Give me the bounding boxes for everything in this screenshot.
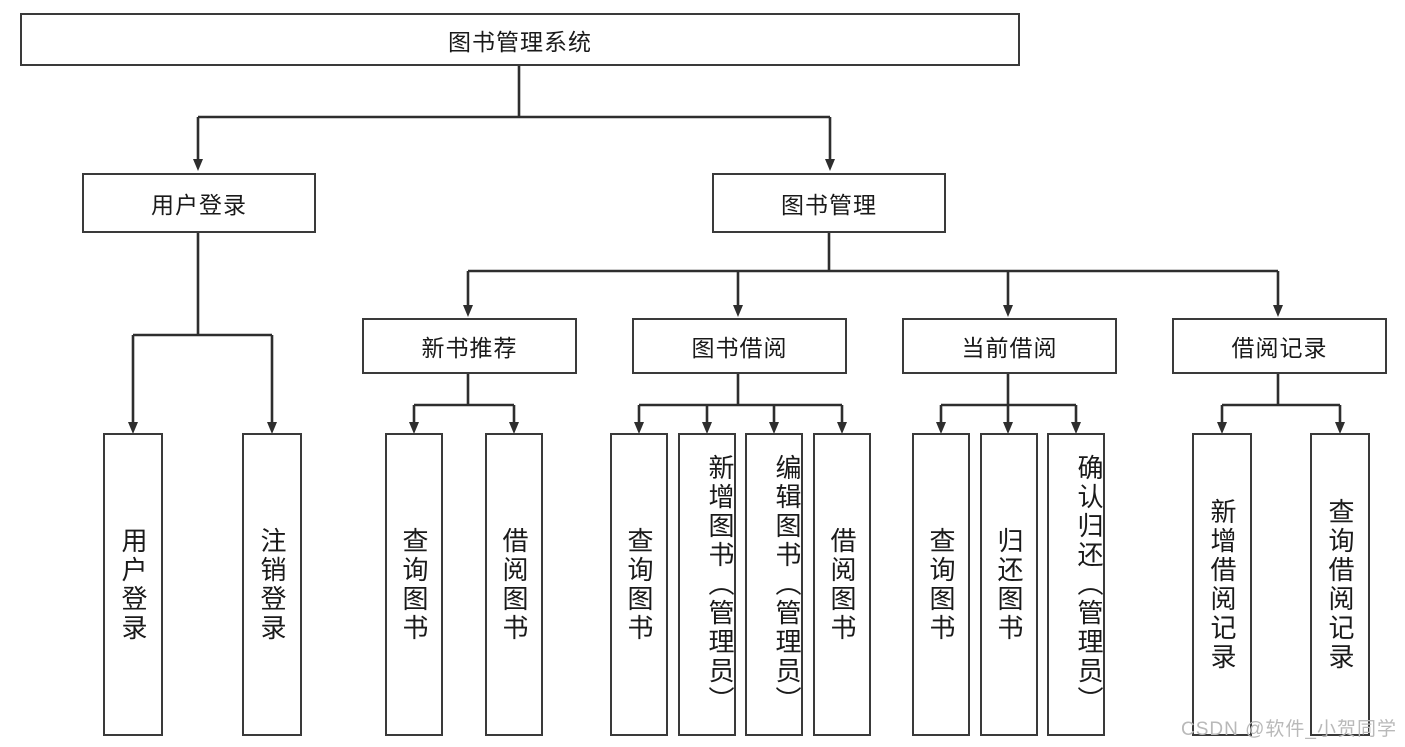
leaf-query-borrow-record[interactable]: 查询借阅记录 bbox=[1310, 433, 1370, 736]
leaf-user-login[interactable]: 用户登录 bbox=[103, 433, 163, 736]
leaf-query-book-borrow[interactable]: 查询图书 bbox=[610, 433, 668, 736]
node-book-management[interactable]: 图书管理 bbox=[712, 173, 946, 233]
leaf-add-borrow-record[interactable]: 新增借阅记录 bbox=[1192, 433, 1252, 736]
node-book-borrow[interactable]: 图书借阅 bbox=[632, 318, 847, 374]
leaf-logout-login[interactable]: 注销登录 bbox=[242, 433, 302, 736]
node-current-borrow[interactable]: 当前借阅 bbox=[902, 318, 1117, 374]
leaf-query-book-current[interactable]: 查询图书 bbox=[912, 433, 970, 736]
node-borrow-record[interactable]: 借阅记录 bbox=[1172, 318, 1387, 374]
leaf-confirm-return-admin[interactable]: 确认归还（管理员） bbox=[1047, 433, 1105, 736]
leaf-add-book-admin[interactable]: 新增图书（管理员） bbox=[678, 433, 736, 736]
leaf-borrow-book-recommend[interactable]: 借阅图书 bbox=[485, 433, 543, 736]
leaf-borrow-book[interactable]: 借阅图书 bbox=[813, 433, 871, 736]
csdn-watermark: CSDN @软件_小贺同学 bbox=[1181, 719, 1397, 740]
node-user-login[interactable]: 用户登录 bbox=[82, 173, 316, 233]
node-root-system[interactable]: 图书管理系统 bbox=[20, 13, 1020, 66]
node-new-book-recommend[interactable]: 新书推荐 bbox=[362, 318, 577, 374]
leaf-return-book[interactable]: 归还图书 bbox=[980, 433, 1038, 736]
leaf-query-book-recommend[interactable]: 查询图书 bbox=[385, 433, 443, 736]
leaf-edit-book-admin[interactable]: 编辑图书（管理员） bbox=[745, 433, 803, 736]
